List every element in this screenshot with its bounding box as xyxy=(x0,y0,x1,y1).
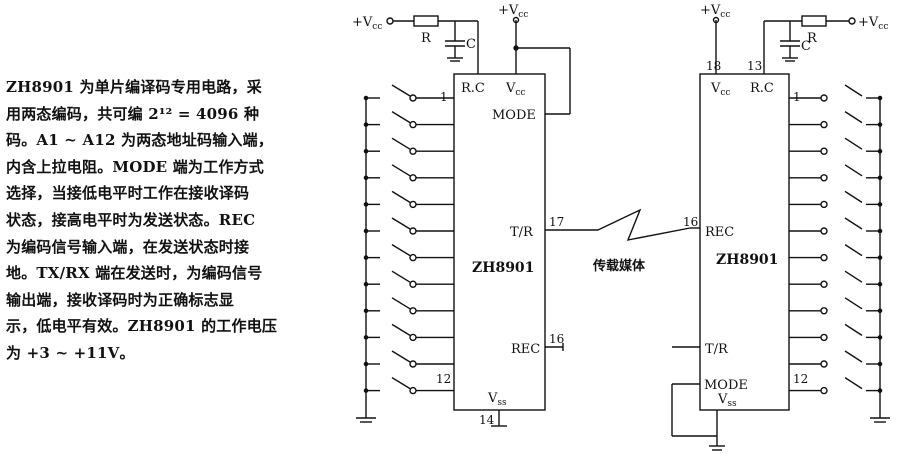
right-vcc-pin-label: Vcc xyxy=(710,81,730,98)
right-address-switch xyxy=(789,377,883,395)
right-pin-18: 18 xyxy=(706,59,721,73)
right-resistor xyxy=(801,15,827,27)
right-tr-label: T/R xyxy=(705,342,729,357)
left-mode-label: MODE xyxy=(492,108,536,123)
description-line: 为编码信号输入端，在发送状态时接 xyxy=(6,237,250,256)
left-pin-12: 12 xyxy=(436,372,451,386)
right-address-switch xyxy=(789,164,883,182)
right-r-label: R xyxy=(807,31,818,46)
left-address-switch xyxy=(363,297,454,315)
left-rc-label: R.C xyxy=(461,81,485,96)
left-chip-body xyxy=(453,73,546,411)
left-vcc-pin-label: Vcc xyxy=(505,81,525,98)
right-address-switch xyxy=(789,244,883,262)
right-address-switch xyxy=(789,190,883,209)
transmission-medium-line xyxy=(597,208,691,241)
right-pin-12: 12 xyxy=(793,372,808,386)
description-line: ZH8901 为单片编译码专用电路，采 xyxy=(6,78,262,96)
left-pin-16: 16 xyxy=(549,332,564,346)
left-pin-14: 14 xyxy=(479,413,495,427)
left-vss-label: Vss xyxy=(487,391,507,408)
left-address-switch xyxy=(363,84,454,102)
left-pin-17: 17 xyxy=(549,215,564,229)
right-address-switch xyxy=(789,84,883,102)
right-address-switch xyxy=(789,323,883,342)
left-address-switch xyxy=(363,323,454,342)
right-address-switch xyxy=(789,111,883,129)
description-line: 为 +3 ~ +11V。 xyxy=(6,343,135,362)
description-line: 地。TX/RX 端在发送时，为编码信号 xyxy=(6,264,263,283)
description-line: 状态，接高电平时为发送状态。REC xyxy=(6,210,256,229)
left-r-label: R xyxy=(421,31,432,46)
right-rec-label: REC xyxy=(705,225,734,240)
left-address-switch xyxy=(363,164,454,182)
right-c-label: C xyxy=(801,39,811,54)
left-chip-name: ZH8901 xyxy=(472,260,534,276)
right-pin-16: 16 xyxy=(683,215,698,229)
left-address-switch xyxy=(363,377,454,395)
left-resistor xyxy=(413,15,439,27)
left-address-switch xyxy=(363,217,454,235)
left-address-switch xyxy=(363,270,454,288)
left-address-switch xyxy=(363,137,454,155)
right-vcc-label: +Vcc xyxy=(858,15,888,32)
left-pin-1: 1 xyxy=(440,90,448,104)
description-line: 内含上拉电阻。MODE 端为工作方式 xyxy=(6,157,264,176)
left-rec-label: REC xyxy=(511,342,540,357)
description-line: 用两态编码，共可编 2¹² = 4096 种 xyxy=(6,104,260,123)
description-text: ZH8901 为单片编译码专用电路，采 用两态编码，共可编 2¹² = 4096… xyxy=(6,74,306,367)
right-address-switch xyxy=(789,350,883,368)
right-vcc-terminal xyxy=(848,17,856,25)
description-line: 示，低电平有效。ZH8901 的工作电压 xyxy=(6,317,278,336)
left-vcc-label: +Vcc xyxy=(352,15,382,32)
description-line: 输出端，接收译码时为正确标志显 xyxy=(6,290,235,309)
right-top-vcc-label: +Vcc xyxy=(700,3,730,20)
right-pin-13: 13 xyxy=(747,59,762,73)
description-line: 码。A1 ~ A12 为两态地址码输入端， xyxy=(6,131,274,150)
left-tr-label: T/R xyxy=(510,225,534,240)
left-top-vcc-label: +Vcc xyxy=(498,3,528,20)
right-address-switch xyxy=(789,217,883,235)
right-chip-name: ZH8901 xyxy=(716,252,778,268)
right-mode-label: MODE xyxy=(704,378,748,393)
left-vcc-terminal xyxy=(386,17,394,25)
right-pin-1: 1 xyxy=(793,90,801,104)
left-address-switch xyxy=(363,350,454,368)
left-address-switch xyxy=(363,190,454,209)
right-address-switch xyxy=(789,137,883,155)
right-vss-label: Vss xyxy=(717,392,737,409)
right-rc-label: R.C xyxy=(750,81,774,96)
right-address-switch xyxy=(789,270,883,288)
transmission-medium-label: 传载媒体 xyxy=(592,258,646,274)
left-c-label: C xyxy=(466,37,476,52)
left-address-switch xyxy=(363,244,454,262)
right-address-switch xyxy=(789,297,883,315)
left-address-switch xyxy=(363,111,454,129)
right-chip-body xyxy=(699,73,790,411)
description-line: 选择，当接低电平时工作在接收译码 xyxy=(6,184,250,203)
